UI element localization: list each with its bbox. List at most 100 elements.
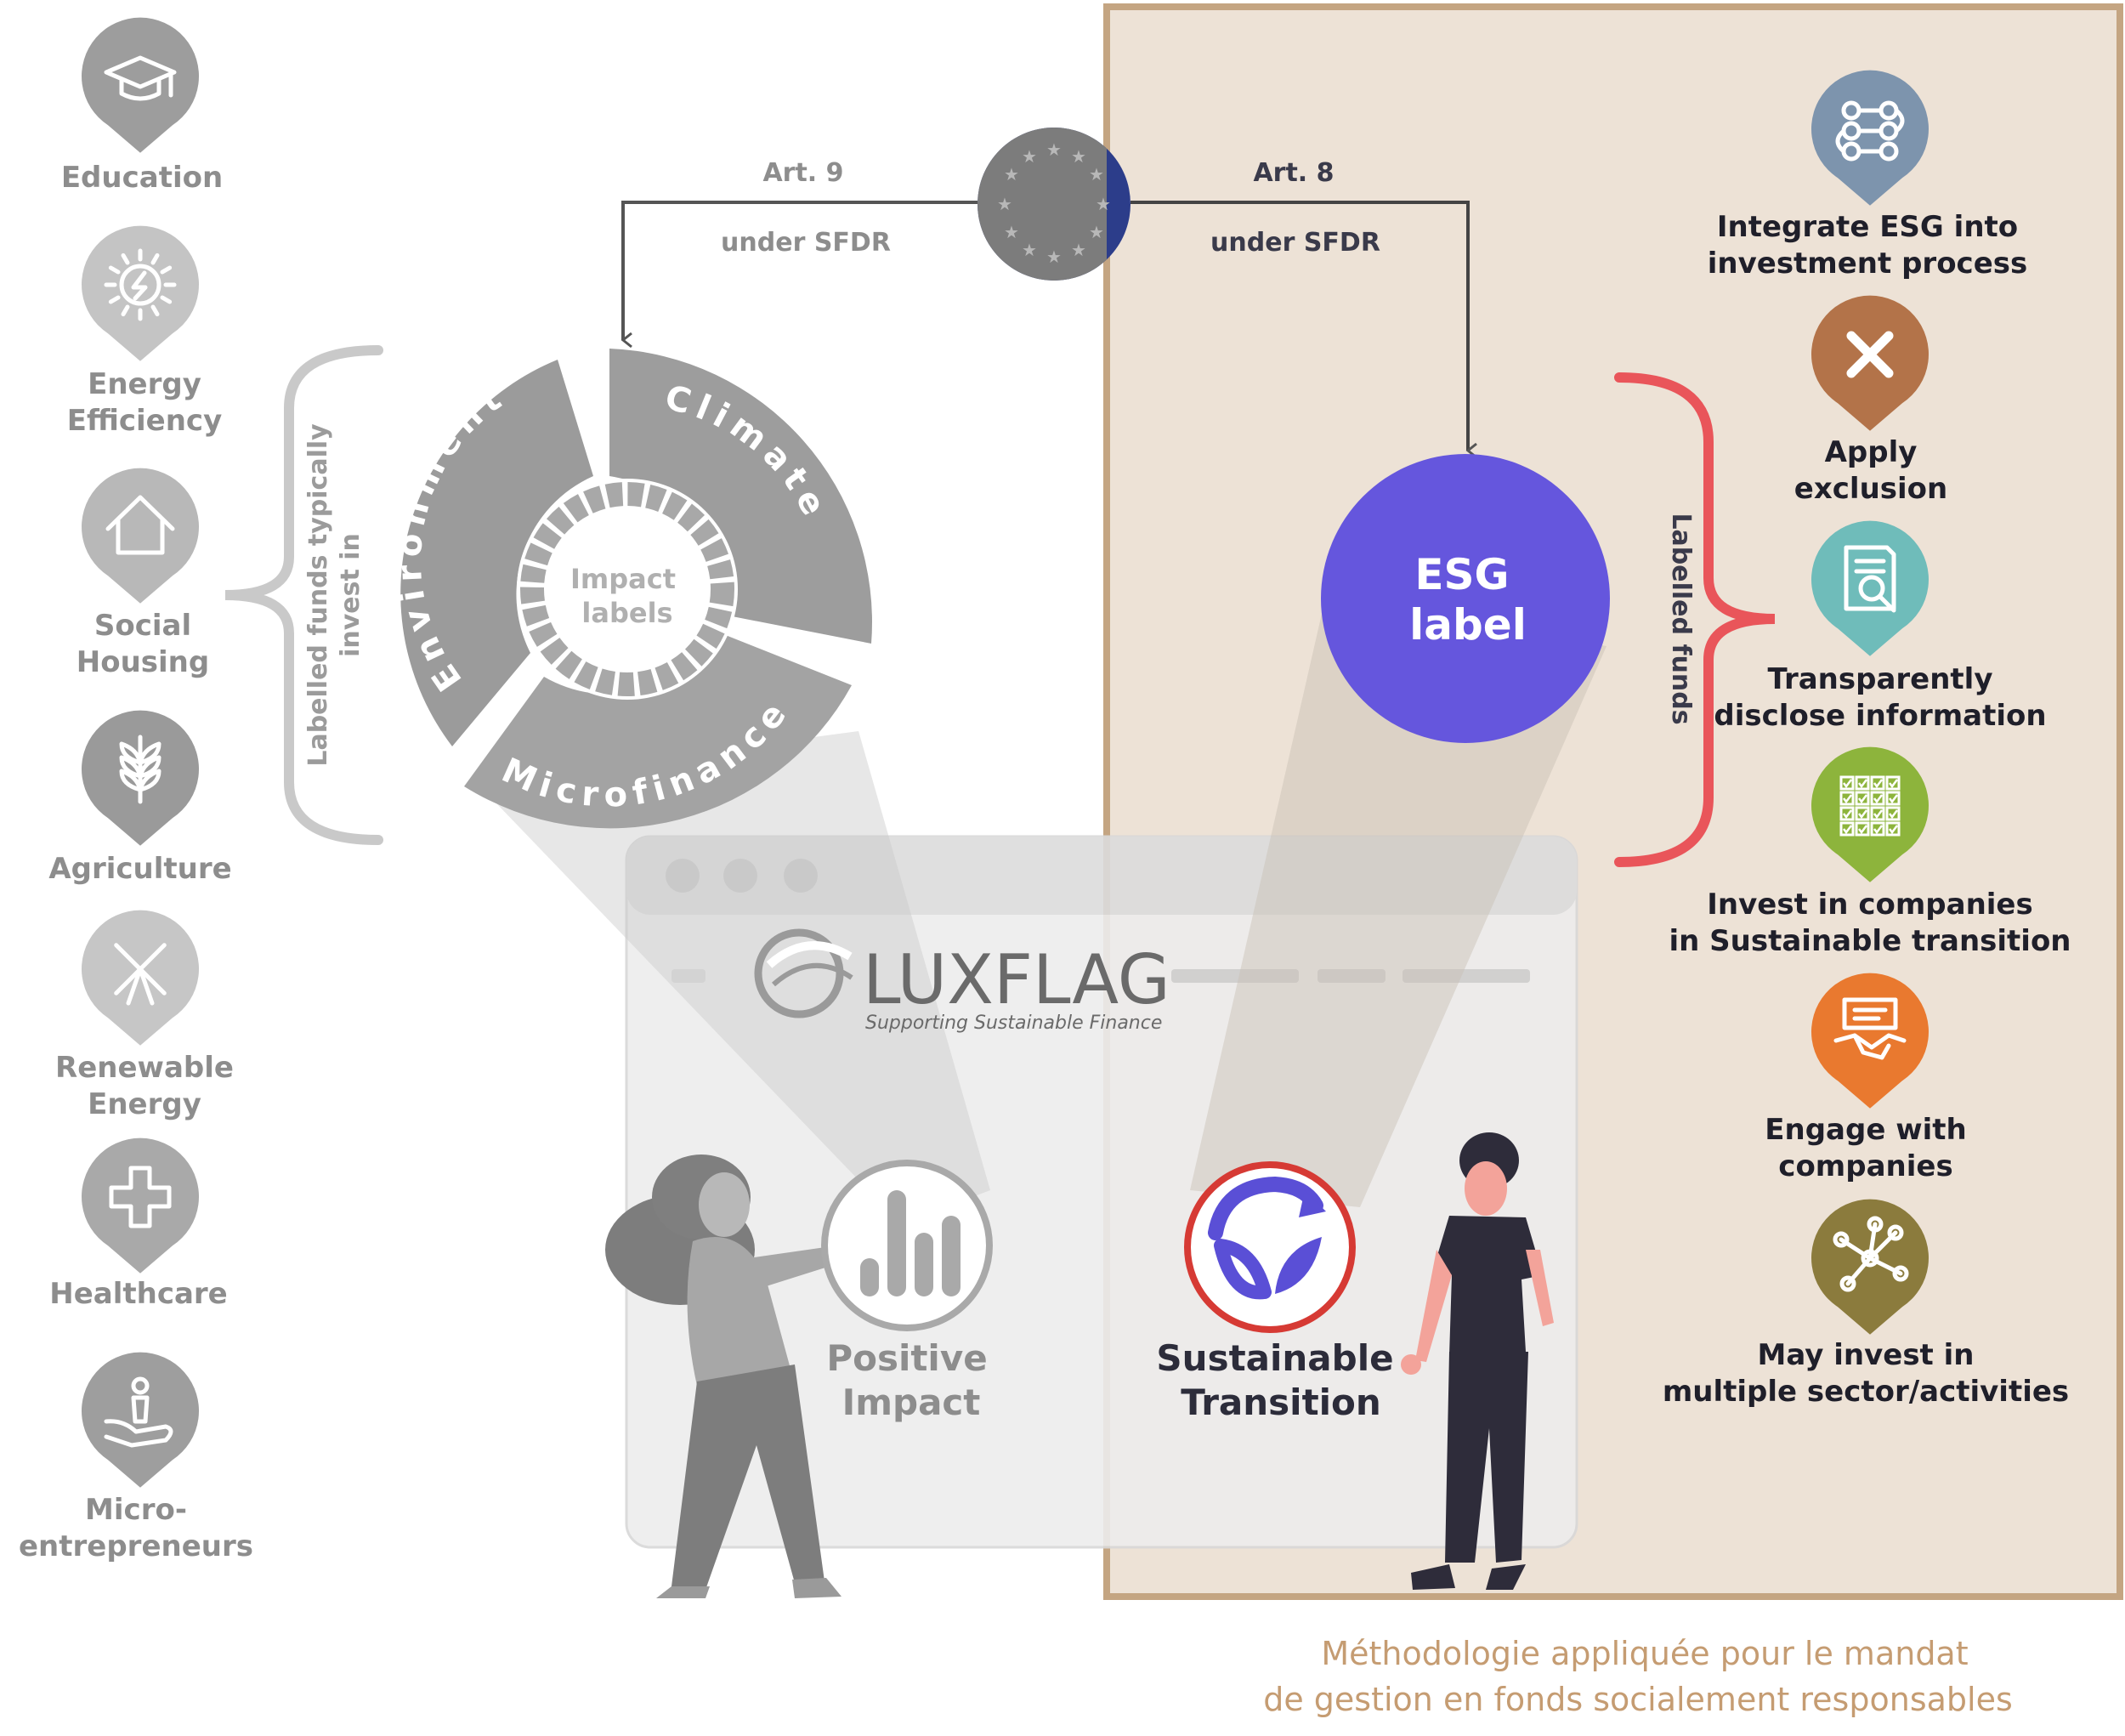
svg-text:★: ★: [997, 194, 1012, 214]
pin-label: in Sustainable transition: [1669, 924, 2071, 958]
right-brace-label: Labelled funds: [1666, 513, 1696, 724]
pin-item: Healthcare: [49, 1137, 228, 1311]
caption-line-1: Méthodologie appliquée pour le mandat: [1321, 1635, 1968, 1672]
pin-label: Education: [61, 161, 223, 195]
esg-label-line-2: label: [1409, 600, 1527, 650]
window-dot: [784, 859, 818, 893]
svg-text:★: ★: [1096, 194, 1111, 214]
spotlight-beam-esg: [1190, 595, 1606, 1207]
pin-label: companies: [1778, 1149, 1952, 1183]
nav-placeholder: [1171, 969, 1299, 983]
nav-placeholder: [672, 969, 706, 983]
browser-window: [625, 835, 1578, 1549]
document-search-icon: [1844, 545, 1896, 613]
sustainable-transition-icon: [1184, 1161, 1356, 1333]
right-brace: [1614, 372, 1776, 867]
svg-text:★: ★: [1022, 146, 1037, 167]
nav-placeholder: [1402, 969, 1530, 983]
art8-label: Art. 8: [1253, 158, 1334, 188]
svg-text:★: ★: [1071, 146, 1086, 167]
woman-illustration: [605, 1154, 853, 1598]
wheel-segment-climate: [609, 349, 872, 644]
handshake-icon: [1833, 997, 1907, 1060]
left-brace-label-2: invest in: [336, 533, 366, 657]
pin-marker: [82, 910, 199, 1046]
art8-sfdr-label: under SFDR: [1210, 228, 1380, 258]
pin-marker: [1811, 295, 1930, 431]
pin-label: Apply: [1825, 435, 1918, 469]
cross-icon: [1846, 331, 1894, 378]
spotlight-beam-impact: [476, 731, 990, 1224]
workflow-icon: [1835, 100, 1905, 162]
eu-flag-icon: ★★★ ★★★ ★★★ ★★★: [978, 128, 1130, 281]
caption-line-2: de gestion en fonds socialement responsa…: [1263, 1681, 2013, 1718]
pin-label: entrepreneurs: [19, 1529, 253, 1563]
nav-placeholder: [1318, 969, 1386, 983]
house-icon: [105, 495, 175, 555]
pin-item: Education: [61, 17, 223, 195]
sector-list: EducationEnergyEfficiencySocialHousingAg…: [19, 17, 253, 1563]
pin-marker: [82, 1137, 199, 1274]
network-icon: [1833, 1216, 1909, 1292]
positive-impact-line-1: Positive: [826, 1337, 987, 1379]
svg-text:★: ★: [1071, 240, 1086, 260]
pin-label: Efficiency: [67, 404, 223, 438]
window-dot: [666, 859, 700, 893]
svg-text:★: ★: [1089, 164, 1104, 184]
pin-marker: [82, 468, 199, 604]
pin-label: Housing: [76, 645, 209, 679]
positive-impact-line-2: Impact: [842, 1381, 981, 1423]
wheel-segment-environment: [400, 360, 593, 746]
pin-label: Invest in companies: [1707, 888, 2032, 922]
checklist-grid-icon: [1839, 775, 1901, 837]
svg-text:★: ★: [1046, 247, 1062, 267]
svg-text:★: ★: [1046, 139, 1062, 160]
pin-label: exclusion: [1794, 472, 1947, 506]
esg-label-circle: [1321, 454, 1610, 743]
pin-label: multiple sector/activities: [1663, 1375, 2069, 1409]
pin-item: Micro-entrepreneurs: [19, 1352, 253, 1563]
svg-text:★: ★: [1004, 222, 1019, 242]
svg-text:★: ★: [1004, 164, 1019, 184]
bar-chart-icon: [821, 1160, 993, 1331]
pin-label: Integrate ESG into: [1717, 210, 2018, 244]
pin-marker: [1811, 973, 1930, 1109]
medical-cross-icon: [109, 1166, 172, 1228]
pin-marker: [1811, 520, 1930, 656]
left-brace: [224, 345, 383, 845]
pin-label: Micro-: [85, 1493, 187, 1527]
left-brace-label-1: Labelled funds typically: [303, 423, 333, 767]
graduation-cap-icon: [104, 55, 177, 101]
pin-label: Healthcare: [49, 1277, 228, 1311]
svg-text:★: ★: [1089, 222, 1104, 242]
luxflag-logo: LUXFLAG Supporting Sustainable Finance: [754, 928, 1170, 1034]
impact-labels-wheel: Impact labels Environment Climate Microf…: [390, 349, 872, 829]
pin-label: Energy: [88, 1087, 201, 1121]
pin-marker: [1811, 70, 1930, 206]
windmill-icon: [114, 943, 167, 1006]
esg-label-line-1: ESG: [1414, 550, 1509, 599]
wheat-icon: [119, 735, 162, 804]
logo-name: LUXFLAG: [863, 940, 1170, 1019]
pin-label: May invest in: [1758, 1338, 1975, 1372]
sustainable-transition-line-2: Transition: [1181, 1381, 1381, 1423]
sustainable-transition-line-1: Sustainable: [1156, 1337, 1393, 1379]
art9-label: Art. 9: [762, 158, 843, 188]
pin-label: Social: [94, 609, 191, 643]
logo-tagline: Supporting Sustainable Finance: [865, 1013, 1162, 1034]
pin-label: Renewable: [55, 1051, 234, 1085]
pin-item: Agriculture: [48, 710, 232, 886]
man-illustration: [1401, 1132, 1554, 1590]
pin-label: Energy: [88, 367, 201, 401]
